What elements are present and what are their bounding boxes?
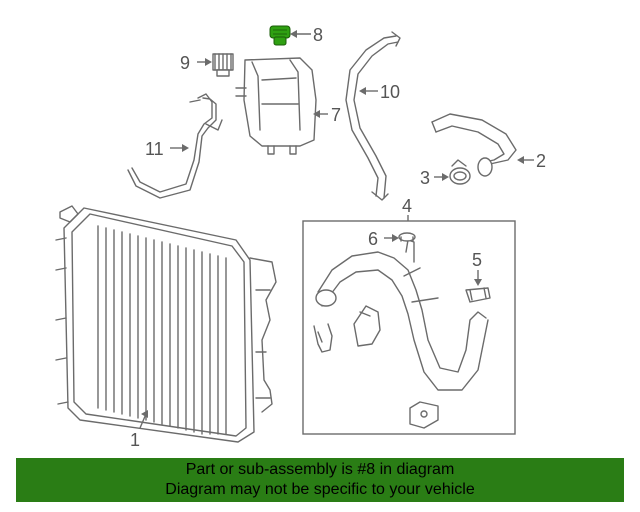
part-7-reservoir[interactable] xyxy=(235,57,317,155)
callout-3: 3 xyxy=(420,168,430,188)
callout-5: 5 xyxy=(472,250,482,270)
callout-3-leader xyxy=(434,173,449,181)
callout-9-leader xyxy=(197,58,212,66)
banner-line-2: Diagram may not be specific to your vehi… xyxy=(165,481,475,498)
callout-6-leader xyxy=(384,234,399,242)
info-banner: Part or sub-assembly is #8 in diagram Di… xyxy=(16,458,624,502)
callout-6: 6 xyxy=(368,229,378,249)
callout-2: 2 xyxy=(536,151,546,171)
part-6-clamp[interactable] xyxy=(398,232,416,242)
banner-line-1: Part or sub-assembly is #8 in diagram xyxy=(185,461,455,478)
callout-4: 4 xyxy=(402,196,412,216)
callout-7: 7 xyxy=(331,105,341,125)
part-2-hose[interactable] xyxy=(431,113,517,177)
callout-2-leader xyxy=(517,156,534,164)
callout-8: 8 xyxy=(313,25,323,45)
callout-10-leader xyxy=(359,87,378,95)
part-11-pipe[interactable] xyxy=(127,93,223,199)
part-9-cap[interactable] xyxy=(212,53,234,77)
part-4-bracket-left[interactable] xyxy=(313,323,333,353)
callout-7-leader xyxy=(313,110,328,118)
part-8-cap[interactable] xyxy=(269,25,291,46)
callout-11: 11 xyxy=(145,139,164,159)
parts-diagram: 8 9 7 11 10 xyxy=(55,25,546,450)
callout-11-leader xyxy=(170,144,189,152)
callout-1-leader xyxy=(139,410,148,429)
part-4-box xyxy=(302,215,516,435)
part-5-clamp[interactable] xyxy=(465,287,491,303)
callout-5-leader xyxy=(474,270,482,286)
callout-1: 1 xyxy=(130,430,140,450)
callout-9: 9 xyxy=(180,53,190,73)
part-4-bracket-bottom[interactable] xyxy=(409,401,439,429)
callout-8-leader xyxy=(290,30,311,38)
part-4-bracket-mid[interactable] xyxy=(353,305,381,347)
part-3-clamp[interactable] xyxy=(449,159,471,185)
part-1-radiator[interactable] xyxy=(55,205,277,443)
part-4-lower-hose[interactable] xyxy=(315,239,489,391)
callout-10: 10 xyxy=(380,82,400,102)
part-10-hose[interactable] xyxy=(345,31,401,201)
